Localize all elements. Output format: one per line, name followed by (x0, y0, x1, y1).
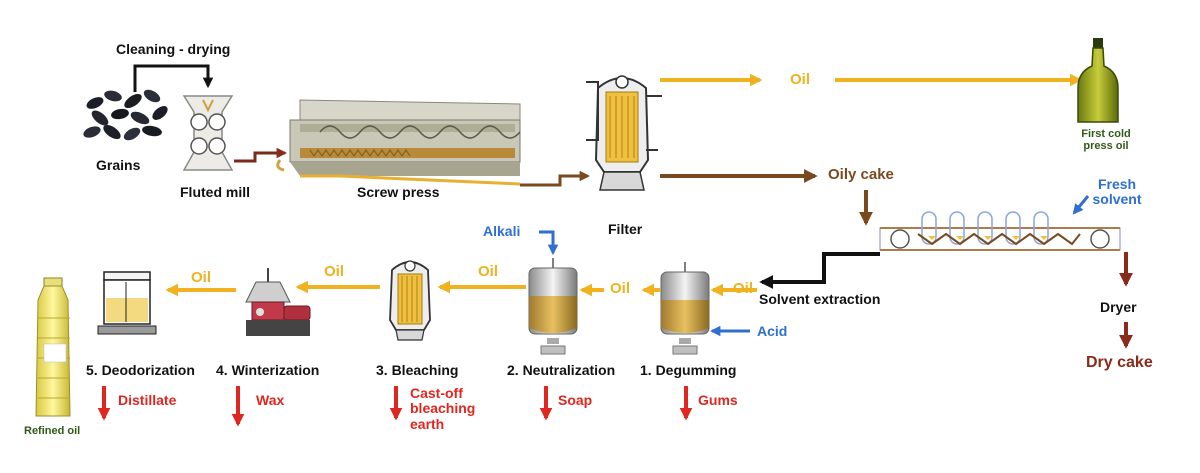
oil-label-2: Oil (610, 280, 631, 297)
grains-label: Grains (96, 157, 141, 173)
filter-label: Filter (608, 221, 643, 237)
winterization-centrifuge-icon (245, 268, 311, 336)
oil-label-5: Oil (191, 269, 212, 286)
refined-oil-bottle-icon (35, 277, 71, 417)
deodorization-label: 5. Deodorization (86, 362, 195, 378)
first-cold-press-oil-line2: press oil (1083, 140, 1129, 153)
fluted-mill-icon (182, 95, 234, 171)
filter-icon (586, 75, 662, 191)
castoff-bleaching-earth-label: Cast-off bleaching earth (410, 385, 476, 432)
cleaning-drying-label: Cleaning - drying (116, 41, 231, 57)
screw-press-icon (276, 99, 521, 186)
mill-to-press-arrow (234, 147, 288, 163)
oily-cake-label: Oily cake (828, 166, 894, 183)
dry-cake-label: Dry cake (1086, 354, 1153, 371)
solvent-extractor-icon (879, 211, 1121, 251)
neutralization-tank-icon (528, 258, 578, 355)
grains-icon (83, 89, 168, 141)
castoff-line2: bleaching (410, 400, 476, 417)
alkali-arrow (539, 230, 559, 256)
first-cold-press-oil-line1: First cold (1081, 128, 1131, 140)
oil-top-label: Oil (790, 71, 811, 88)
solvent-extraction-label: Solvent extraction (759, 291, 881, 307)
fresh-solvent-line1: Fresh (1097, 176, 1137, 192)
wax-label: Wax (256, 392, 285, 408)
oil-label-4: Oil (324, 263, 345, 280)
bleaching-label: 3. Bleaching (376, 362, 459, 378)
fluted-mill-label: Fluted mill (180, 184, 250, 200)
fresh-solvent-arrow (1072, 195, 1090, 215)
first-cold-press-oil-label: First cold press oil (1068, 128, 1144, 152)
fresh-solvent-line2: solvent (1092, 191, 1142, 208)
gums-label: Gums (698, 392, 738, 408)
soap-label: Soap (558, 392, 593, 408)
distillate-label: Distillate (118, 392, 177, 408)
cleaning-arrow (133, 64, 214, 92)
fresh-solvent-label: Fresh solvent (1086, 176, 1148, 208)
acid-label: Acid (757, 323, 788, 339)
bleaching-filter-icon (389, 260, 431, 341)
winterization-label: 4. Winterization (216, 362, 320, 378)
deodorization-tank-icon (97, 271, 157, 335)
degumming-tank-icon (660, 262, 710, 355)
screw-press-label: Screw press (357, 184, 440, 200)
degumming-label: 1. Degumming (640, 362, 737, 378)
olive-oil-bottle-icon (1077, 38, 1119, 123)
alkali-label: Alkali (483, 223, 521, 239)
solvent-extraction-arrow (759, 252, 880, 289)
neutralization-label: 2. Neutralization (507, 362, 616, 378)
press-to-filter-arrow (520, 170, 591, 187)
oil-label-3: Oil (478, 263, 499, 280)
oil-label-1: Oil (733, 280, 754, 297)
refined-oil-label: Refined oil (24, 425, 81, 437)
dryer-label: Dryer (1100, 299, 1137, 315)
castoff-line3: earth (410, 415, 445, 432)
castoff-line1: Cast-off (410, 385, 463, 401)
